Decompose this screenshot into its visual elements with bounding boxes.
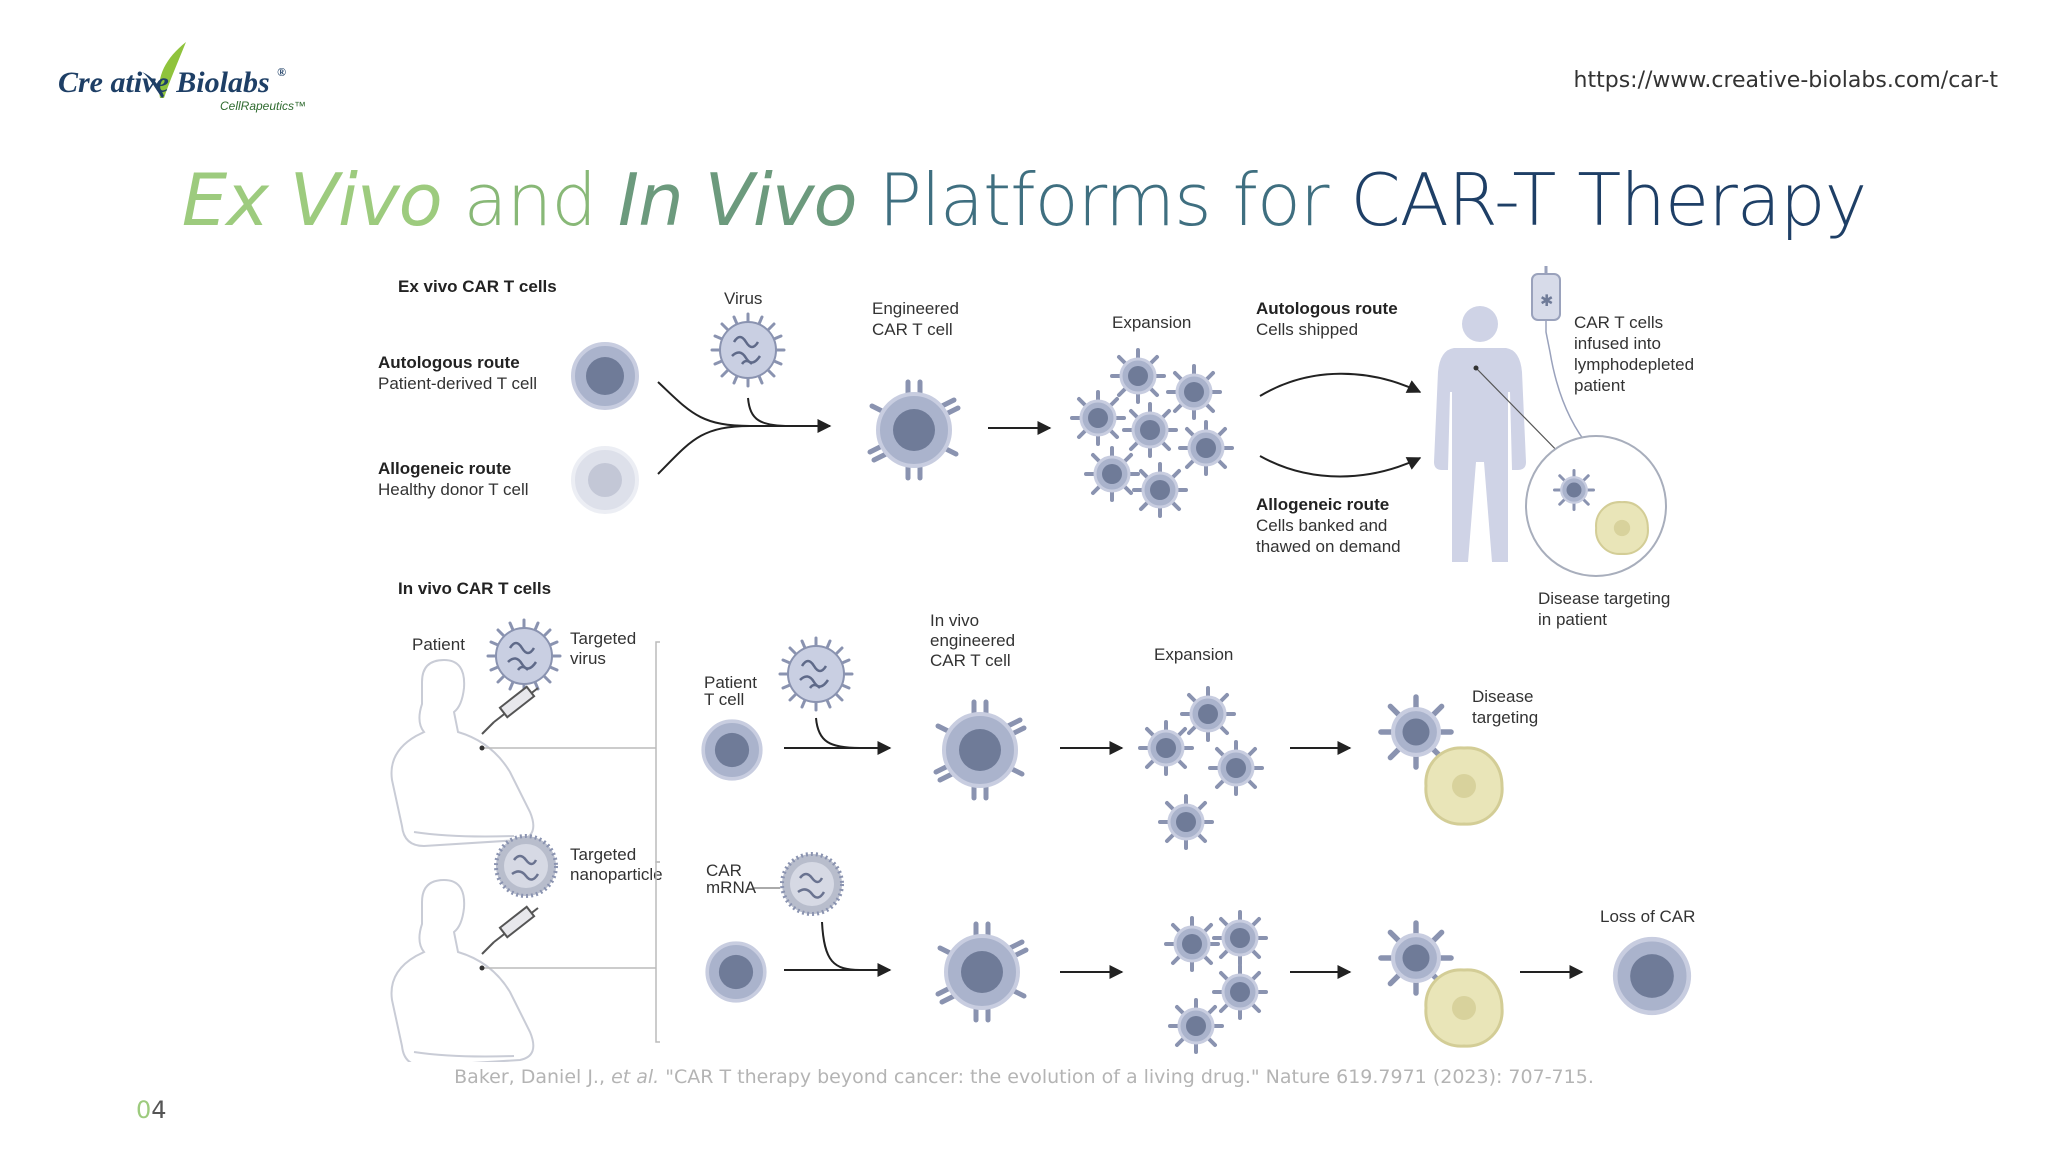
invivo-engineered-car-t-cell: [936, 702, 1024, 798]
logo-registered: ®: [277, 65, 286, 79]
title-and: and: [441, 158, 618, 242]
disease-targeting-label-2: targeting: [1472, 708, 1538, 727]
virus-icon-invivo: [778, 636, 854, 712]
page-number: 04: [136, 1096, 167, 1124]
ex-vivo-heading: Ex vivo CAR T cells: [398, 277, 557, 296]
allogeneic-route-sub: Healthy donor T cell: [378, 480, 529, 499]
allogeneic-banking-arrow: [1259, 455, 1422, 478]
autologous-route-title: Autologous route: [378, 353, 520, 372]
mrna-arrow: [821, 921, 861, 971]
patient-tcell-label-2: T cell: [704, 690, 744, 709]
virus-icon: [710, 312, 786, 388]
virus-arrow: [747, 397, 791, 427]
svg-text:Cre ative Biolabs ®: Cre ative Biolabs ®: [58, 65, 286, 99]
slide-title: Ex Vivo and In Vivo Platforms for CAR-T …: [0, 158, 2048, 242]
donor-t-cell: [571, 446, 639, 514]
virus-arrow-invivo: [815, 717, 861, 749]
expansion-label-invivo: Expansion: [1154, 645, 1233, 664]
title-platforms-for: Platforms for: [856, 158, 1351, 242]
patient-torso-lower: [390, 878, 535, 1062]
citation: Baker, Daniel J., et al. "CAR T therapy …: [0, 1066, 2048, 1088]
patient-tcell-label-1: Patient: [704, 673, 757, 692]
allo-route-banked-sub1: Cells banked and: [1256, 516, 1387, 535]
disease-in-patient-2: in patient: [1538, 610, 1607, 629]
patient-torso-upper: [390, 658, 535, 848]
creative-biolabs-logo: Cre ative Biolabs ® CellRapeutics™: [58, 42, 306, 113]
merge-arrow: [657, 381, 832, 433]
infused-label-4: patient: [1574, 376, 1625, 395]
allogeneic-route-title: Allogeneic route: [378, 459, 511, 478]
targeted-nanoparticle-label-1: Targeted: [570, 845, 636, 864]
car-negative-t-cell: [1615, 939, 1689, 1013]
zoom-pointer-line: [1475, 367, 1569, 463]
logo-subtext: CellRapeutics™: [220, 99, 306, 113]
car-mrna-nanoparticle: [780, 852, 844, 916]
virus-label: Virus: [724, 289, 762, 308]
patient-silhouette: [1434, 306, 1526, 562]
expanded-cells-invivo: [1138, 686, 1264, 850]
patient-t-cell-mrna: [705, 941, 767, 1003]
syringe-icon-upper: [481, 685, 539, 735]
title-ex-vivo: Ex Vivo: [181, 158, 443, 242]
syringe-icon-lower: [481, 905, 539, 955]
targeted-virus-icon: [486, 618, 562, 694]
merge-line-lower: [657, 425, 751, 475]
car-mrna-label-2: mRNA: [706, 878, 757, 897]
infused-label-2: infused into: [1574, 334, 1661, 353]
engineered-car-t-cell: [870, 382, 958, 478]
infused-label-3: lymphodepleted: [1574, 355, 1694, 374]
invivo-engineered-label-2: engineered: [930, 631, 1015, 650]
zoom-pointer-dot: [1473, 365, 1479, 371]
allo-route-banked-sub2: thawed on demand: [1256, 537, 1401, 556]
patient-t-cell-invivo: [701, 719, 763, 781]
car-t-platform-diagram: Ex vivo CAR T cells Autologous route Pat…: [378, 266, 1695, 1062]
disease-targeting-label-1: Disease: [1472, 687, 1533, 706]
tumor-cell-upper: [1424, 746, 1504, 826]
page-number-digit-2: 4: [151, 1096, 167, 1124]
bracket-upper: [655, 641, 660, 863]
citation-authors: Baker, Daniel J.,: [454, 1066, 612, 1088]
engineered-label-2: CAR T cell: [872, 320, 953, 339]
engineered-label-1: Engineered: [872, 299, 959, 318]
invivo-engineered-label-1: In vivo: [930, 611, 979, 630]
tumor-cell-lower: [1424, 968, 1504, 1048]
patient-t-cell: [571, 342, 639, 410]
targeted-nanoparticle-label-2: nanoparticle: [570, 865, 663, 884]
citation-et-al: et al.: [611, 1066, 660, 1088]
allo-route-banked-title: Allogeneic route: [1256, 495, 1389, 514]
auto-route-shipped-sub: Cells shipped: [1256, 320, 1358, 339]
logo-text: Cre ative Biolabs: [58, 66, 270, 99]
targeted-nanoparticle-icon: [494, 834, 558, 898]
auto-route-shipped-title: Autologous route: [1256, 299, 1398, 318]
expansion-label: Expansion: [1112, 313, 1191, 332]
autologous-route-sub: Patient-derived T cell: [378, 374, 537, 393]
infused-label-1: CAR T cells: [1574, 313, 1663, 332]
disease-targeting-zoom-circle: [1525, 435, 1667, 577]
car-mrna-label-1: CAR: [706, 861, 742, 880]
leaf-icon-small: [142, 72, 164, 98]
citation-reference: "CAR T therapy beyond cancer: the evolut…: [659, 1066, 1594, 1088]
invivo-engineered-label-3: CAR T cell: [930, 651, 1011, 670]
patient-label: Patient: [412, 635, 465, 654]
targeted-virus-label-1: Targeted: [570, 629, 636, 648]
website-url[interactable]: https://www.creative-biolabs.com/car-t: [1573, 68, 1998, 93]
expanded-cells-cluster: [1070, 348, 1234, 518]
autologous-shipping-arrow: [1259, 372, 1422, 397]
title-in-vivo: In Vivo: [617, 158, 858, 242]
title-car-t-therapy: CAR-T Therapy: [1350, 158, 1867, 242]
leaf-icon: [159, 42, 186, 98]
page-number-digit-1: 0: [136, 1096, 152, 1124]
loss-of-car-label: Loss of CAR: [1600, 907, 1695, 926]
svg-text:✱: ✱: [1540, 291, 1553, 310]
targeted-virus-label-2: virus: [570, 649, 606, 668]
disease-in-patient-1: Disease targeting: [1538, 589, 1670, 608]
bracket-lower: [655, 861, 660, 1043]
expanded-cells-mrna: [1164, 910, 1268, 1054]
in-vivo-heading: In vivo CAR T cells: [398, 579, 551, 598]
mrna-engineered-car-t-cell: [938, 924, 1026, 1020]
